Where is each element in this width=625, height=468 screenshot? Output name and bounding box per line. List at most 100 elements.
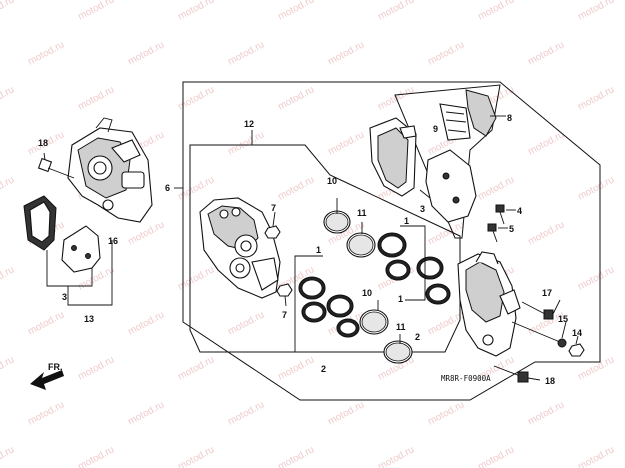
diagram-code: MR8R-F0900A <box>441 374 491 383</box>
seal-ring-inner <box>339 321 357 335</box>
seal-ring-inner <box>329 297 351 315</box>
callout-2-right: 2 <box>415 332 420 342</box>
seal-ring-inner <box>419 259 441 277</box>
watermark-text: motod.ru <box>126 309 166 337</box>
nut-7-lower <box>276 283 293 307</box>
watermark-text: motod.ru <box>0 84 16 112</box>
watermark-text: motod.ru <box>126 39 166 67</box>
watermark-text: motod.ru <box>576 264 616 292</box>
seal-ring-inner <box>301 279 323 297</box>
front-direction-label: FR. <box>48 362 63 372</box>
watermark-text: motod.ru <box>376 444 416 468</box>
callout-12: 12 <box>244 119 254 129</box>
pad-spring-9 <box>439 103 471 141</box>
callout-5: 5 <box>509 224 514 234</box>
watermark-text: motod.ru <box>476 174 516 202</box>
nut-7-upper <box>264 211 281 239</box>
watermark-text: motod.ru <box>326 399 366 427</box>
watermark-text: motod.ru <box>276 174 316 202</box>
watermark-text: motod.ru <box>176 84 216 112</box>
callout-7-upper: 7 <box>271 203 276 213</box>
watermark-text: motod.ru <box>526 399 566 427</box>
watermark-text: motod.ru <box>276 354 316 382</box>
callout-14: 14 <box>572 328 582 338</box>
watermark-text: motod.ru <box>26 399 66 427</box>
callout-9: 9 <box>433 124 438 134</box>
watermark-text: motod.ru <box>526 39 566 67</box>
piston-face <box>348 234 374 256</box>
callout-4: 4 <box>517 206 522 216</box>
watermark-text: motod.ru <box>326 39 366 67</box>
callout-11-upper: 11 <box>357 208 367 218</box>
leader-lines <box>111 130 579 381</box>
watermark-text: motod.ru <box>176 264 216 292</box>
callout-11-lower: 11 <box>396 322 406 332</box>
pad-set-outline <box>394 84 501 239</box>
nut-14 <box>568 343 585 357</box>
caliper-body-center <box>199 197 281 299</box>
seal-ring-inner <box>380 235 404 255</box>
callout-18-left: 18 <box>38 138 48 148</box>
watermark-text: motod.ru <box>376 0 416 23</box>
callout-1-right: 1 <box>398 294 403 304</box>
brake-pads-right <box>369 117 477 223</box>
watermark-text: motod.ru <box>576 444 616 468</box>
watermark-text: motod.ru <box>0 174 16 202</box>
callout-labels: 18 16 3 13 6 12 7 7 10 11 1 1 10 11 1 2 … <box>38 113 582 386</box>
watermark-text: motod.ru <box>526 129 566 157</box>
watermark-text: motod.ru <box>76 0 116 23</box>
callout-13: 13 <box>84 314 94 324</box>
piston-face <box>385 342 411 362</box>
bolt-18-left <box>37 152 75 179</box>
seals-and-pistons <box>298 210 451 364</box>
front-direction-arrow: FR. <box>30 362 64 390</box>
watermark-text: motod.ru <box>576 174 616 202</box>
callout-1-upper: 1 <box>404 216 409 226</box>
shim-8 <box>465 89 506 137</box>
watermark-text: motod.ru <box>226 309 266 337</box>
watermark-text: motod.ru <box>476 444 516 468</box>
watermark-text: motod.ru <box>26 39 66 67</box>
piston-face <box>361 311 387 333</box>
brake-pads-left <box>23 195 101 273</box>
watermark-text: motod.ru <box>226 129 266 157</box>
watermark-text: motod.ru <box>176 174 216 202</box>
pin-5 <box>487 223 508 243</box>
watermark-text: motod.ru <box>576 354 616 382</box>
bolt-18-right <box>493 365 529 383</box>
watermark-text: motod.ru <box>426 39 466 67</box>
assembly-outline-6 <box>182 81 601 401</box>
callout-7-lower: 7 <box>282 310 287 320</box>
piston-face <box>325 212 349 232</box>
watermark-text: motod.ru <box>126 399 166 427</box>
seal-ring-inner <box>304 304 324 320</box>
callout-10-lower: 10 <box>362 288 372 298</box>
callout-6: 6 <box>165 183 170 193</box>
watermark-text: motod.ru <box>0 444 16 468</box>
watermark-text: motod.ru <box>76 84 116 112</box>
watermark-text: motod.ru <box>176 354 216 382</box>
watermark-text: motod.ru <box>226 39 266 67</box>
watermark-text: motod.ru <box>476 0 516 23</box>
caliper-assembly-left <box>67 117 153 223</box>
watermark-text: motod.ru <box>526 219 566 247</box>
seal-ring-inner <box>428 286 448 302</box>
watermark-text: motod.ru <box>576 84 616 112</box>
watermark-text: motod.ru <box>426 399 466 427</box>
watermark-text: motod.ru <box>326 129 366 157</box>
bolt-4 <box>495 204 516 225</box>
watermark-text: motod.ru <box>276 444 316 468</box>
caliper-bracket-right <box>457 251 521 357</box>
watermark-text: motod.ru <box>126 219 166 247</box>
callout-16: 16 <box>108 236 118 246</box>
watermark-text: motod.ru <box>26 309 66 337</box>
watermark-text: motod.ru <box>576 0 616 23</box>
watermark-text: motod.ru <box>176 444 216 468</box>
bolt-17 <box>521 301 554 320</box>
watermark-text: motod.ru <box>76 354 116 382</box>
callout-3-left: 3 <box>62 292 67 302</box>
watermark-text: motod.ru <box>276 0 316 23</box>
callout-2-lower: 2 <box>321 364 326 374</box>
callout-18-right: 18 <box>545 376 555 386</box>
